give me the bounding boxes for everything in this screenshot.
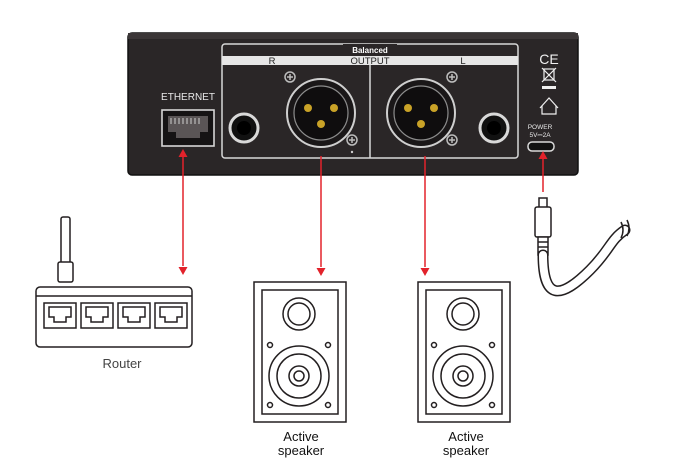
power-plug-icon	[534, 197, 631, 297]
ethernet-arrow-up	[178, 149, 188, 157]
indoor-use-icon	[539, 97, 559, 115]
xlr-connector-left	[386, 71, 458, 148]
ethernet-arrow-down	[178, 267, 188, 275]
power-rating: 5V⎓2A	[529, 132, 551, 139]
ethernet-port: ETHERNET	[161, 92, 215, 147]
ce-mark: CE	[539, 51, 558, 67]
active-speaker-1	[253, 281, 347, 423]
right-output-arrowhead	[316, 268, 326, 276]
power-arrowhead	[538, 151, 548, 159]
output-label: OUTPUT	[350, 56, 389, 67]
speaker-1-label-line1: Active	[283, 429, 318, 444]
compliance-marks: CE	[539, 51, 559, 115]
speaker-2-label-line1: Active	[448, 429, 483, 444]
connection-arrows	[178, 149, 548, 276]
xlr-connector-right	[284, 71, 358, 154]
active-speaker-2	[417, 281, 511, 423]
weee-bar-icon	[542, 86, 556, 89]
speaker-2-label-line2: speaker	[443, 443, 490, 458]
power-port: POWER 5V⎓2A	[527, 124, 555, 152]
ethernet-label: ETHERNET	[161, 92, 215, 103]
balanced-output-section: Balanced OUTPUT R L	[221, 43, 519, 159]
weee-bin-icon	[541, 67, 557, 83]
jack-socket-right	[228, 112, 260, 144]
jack-socket-left	[478, 112, 510, 144]
speaker-1-label-line2: speaker	[278, 443, 325, 458]
balanced-label: Balanced	[352, 46, 388, 55]
channel-l-label: L	[460, 56, 465, 67]
channel-r-label: R	[269, 56, 276, 67]
left-output-arrowhead	[420, 268, 430, 276]
router-label: Router	[102, 356, 142, 371]
power-label: POWER	[528, 124, 553, 131]
router-icon	[35, 216, 193, 348]
